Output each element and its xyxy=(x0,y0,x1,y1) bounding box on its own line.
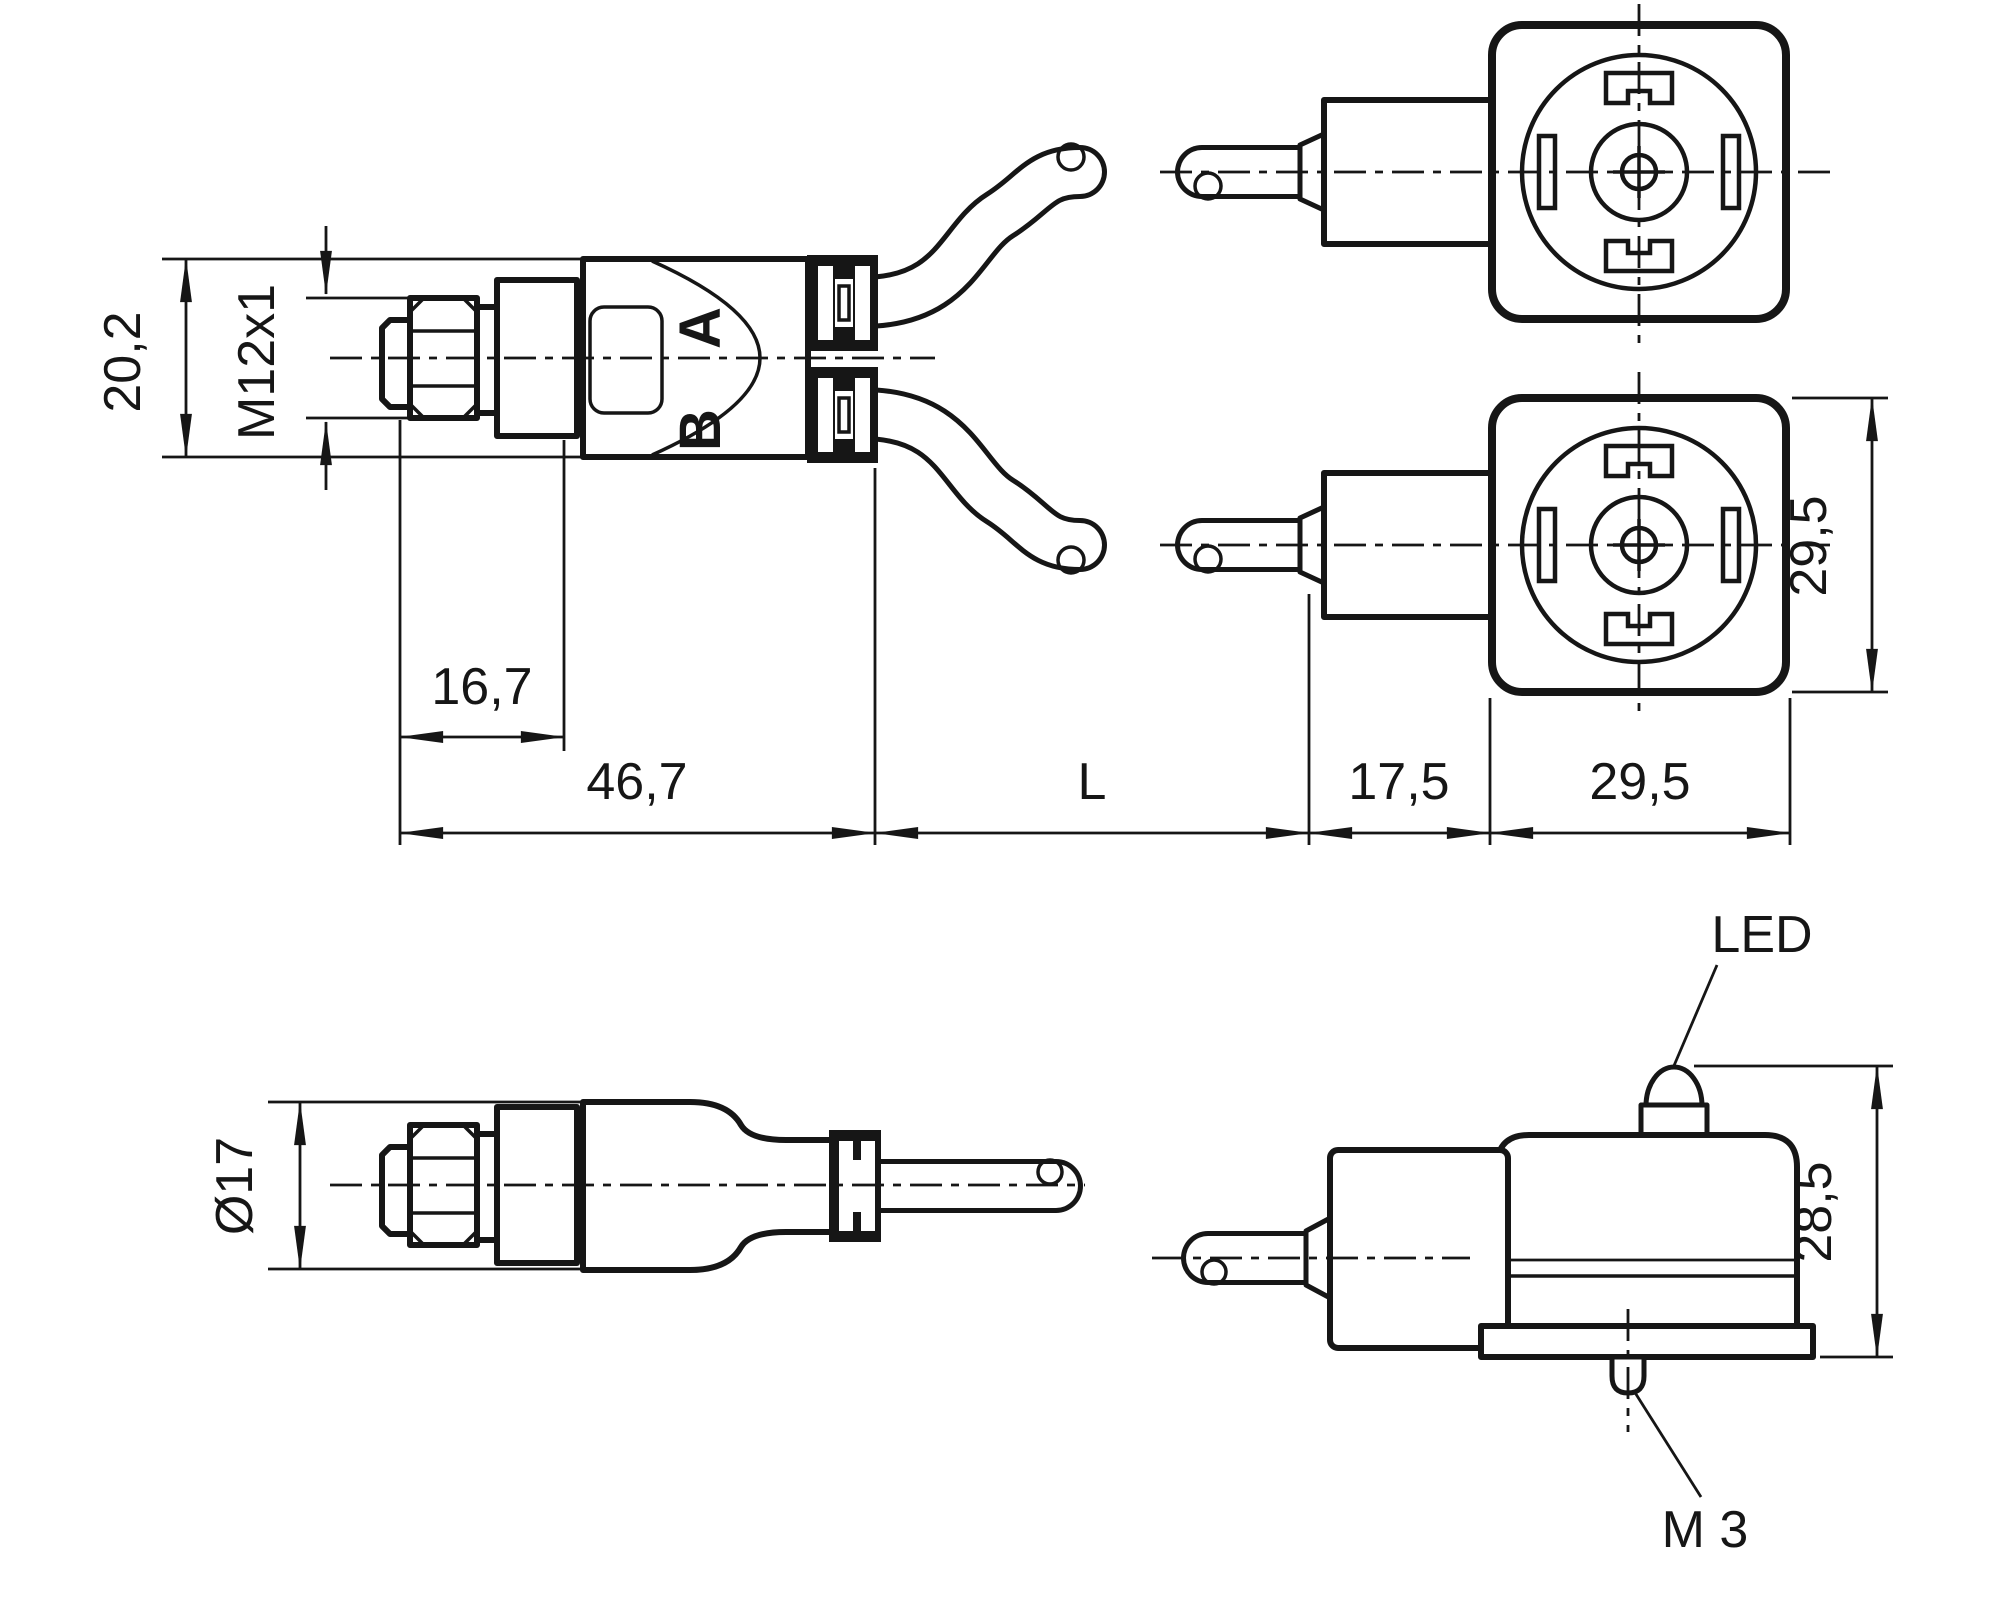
led-dome xyxy=(1643,1064,1705,1109)
dim-label-17-5: 17,5 xyxy=(1348,753,1449,811)
led-leader-line xyxy=(1671,964,1719,1069)
m3-leader-line xyxy=(1632,1390,1703,1498)
view-splitter-top: A B xyxy=(379,255,878,463)
port-label-a: A xyxy=(668,307,733,349)
callout-leaders xyxy=(1632,964,1719,1498)
socket-flange xyxy=(1478,1323,1816,1360)
gland-side xyxy=(1327,1147,1511,1351)
dimension-lines xyxy=(162,226,1893,1359)
splitter-body-inner xyxy=(588,305,664,415)
ext-line-thread xyxy=(306,296,420,420)
dim-label-20-2: 20,2 xyxy=(94,311,152,412)
cable-end-a xyxy=(1056,142,1086,172)
dim-label-thread: M12x1 xyxy=(228,284,286,440)
dim-label-L: L xyxy=(1078,753,1107,811)
ext-line-d17 xyxy=(268,1100,583,1271)
dim-label-d17: Ø17 xyxy=(206,1137,264,1235)
callout-label-led: LED xyxy=(1711,906,1812,964)
dim-label-29-5-w: 29,5 xyxy=(1589,753,1690,811)
dim-label-29-5-h: 29,5 xyxy=(1780,495,1838,596)
dim-label-28-5: 28,5 xyxy=(1785,1161,1843,1262)
callout-label-m3: M 3 xyxy=(1662,1501,1749,1559)
dim-label-46-7: 46,7 xyxy=(586,753,687,811)
cables xyxy=(835,142,1387,1286)
centerlines xyxy=(330,4,1830,1432)
led-base xyxy=(1638,1102,1710,1139)
cable-end-b xyxy=(1056,545,1086,575)
ext-line-20-2 xyxy=(162,257,583,459)
cable-end-stub-bottom xyxy=(1200,1258,1228,1286)
dim-label-16-7: 16,7 xyxy=(431,658,532,716)
valve-connector-side xyxy=(1303,1064,1816,1396)
m12-tip-side xyxy=(379,1144,413,1237)
dimension-labels: 20,2 M12x1 16,7 46,7 L 17,5 29,5 29,5 Ø1… xyxy=(94,284,1843,1559)
splitter-clip-b xyxy=(807,367,878,463)
socket-body-side xyxy=(1494,1132,1800,1332)
splitter-clip-a xyxy=(807,255,878,351)
m12-tip xyxy=(379,317,413,410)
port-label-b: B xyxy=(668,409,733,451)
